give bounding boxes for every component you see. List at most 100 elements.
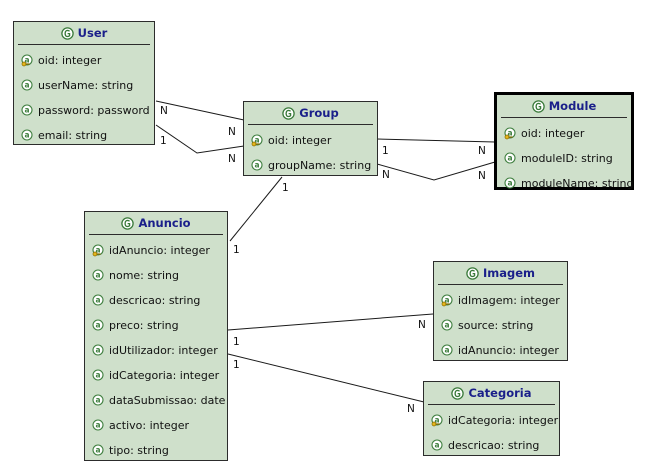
svg-text:a: a	[24, 56, 29, 65]
key-attribute-icon: a	[504, 127, 516, 140]
attribute-row[interactable]: a email: string	[14, 123, 154, 148]
key-attribute-icon: a	[21, 54, 33, 67]
attribute-icon: a	[251, 159, 263, 171]
relationship-anuncio-imagem[interactable]	[227, 313, 434, 331]
relationship-anuncio-categoria[interactable]	[227, 353, 425, 403]
attribute-row[interactable]: a idCategoria: integer	[85, 363, 227, 388]
svg-text:a: a	[507, 179, 512, 188]
entity-title: Anuncio	[138, 216, 191, 230]
relationship-group-module-b[interactable]	[376, 161, 496, 181]
attribute-row[interactable]: a source: string	[434, 313, 567, 338]
attribute-label: moduleName: string	[521, 177, 634, 190]
entity-icon	[451, 386, 465, 400]
mult-user-group-a-group: N	[228, 126, 236, 138]
mult-group-module-b-group: N	[382, 169, 390, 181]
relationship-group-anuncio[interactable]	[229, 176, 283, 242]
key-attribute-icon: a	[251, 134, 263, 147]
attribute-row[interactable]: a descricao: string	[424, 433, 559, 458]
svg-text:a: a	[254, 161, 259, 170]
svg-text:a: a	[95, 296, 100, 305]
attribute-label: source: string	[458, 319, 534, 332]
svg-text:a: a	[95, 446, 100, 455]
attribute-label: email: string	[38, 129, 108, 142]
attribute-label: password: password	[38, 104, 150, 117]
svg-text:a: a	[434, 441, 439, 450]
svg-text:a: a	[24, 131, 29, 140]
entity-attributes: a idCategoria: integer a descricao: string	[424, 405, 559, 458]
attribute-label: oid: integer	[268, 134, 332, 147]
entity-title: Imagem	[482, 266, 536, 280]
entity-categoria[interactable]: Categoria a idCategoria: integer a descricao…	[423, 381, 560, 456]
mult-group-module-a-group: 1	[382, 145, 389, 157]
entity-icon	[466, 266, 479, 280]
entity-title: Categoria	[468, 386, 532, 400]
attribute-icon: a	[441, 319, 453, 331]
relationship-group-module-a[interactable]	[376, 138, 496, 143]
mult-group-module-a-module: N	[478, 145, 486, 157]
attribute-row[interactable]: a descricao: string	[85, 288, 227, 313]
attribute-row[interactable]: a userName: string	[14, 73, 154, 98]
attribute-label: oid: integer	[521, 127, 585, 140]
attribute-label: userName: string	[38, 79, 134, 92]
entity-icon	[60, 26, 74, 40]
mult-anuncio-imagem-anuncio: 1	[233, 336, 240, 348]
mult-anuncio-categoria-anuncio: 1	[233, 359, 240, 371]
attribute-row[interactable]: a oid: integer	[497, 121, 631, 146]
attribute-icon: a	[92, 394, 104, 406]
svg-text:a: a	[507, 129, 512, 138]
key-attribute-icon: a	[92, 244, 104, 257]
attribute-label: idCategoria: integer	[109, 369, 220, 382]
relationship-user-group-a[interactable]	[155, 100, 245, 121]
attribute-label: descricao: string	[109, 294, 201, 307]
svg-text:a: a	[444, 321, 449, 330]
entity-icon	[531, 99, 545, 113]
svg-text:a: a	[24, 81, 29, 90]
attribute-icon: a	[92, 444, 104, 456]
attribute-label: groupName: string	[268, 159, 372, 172]
relationship-user-group-b[interactable]	[155, 124, 245, 154]
attribute-row[interactable]: a oid: integer	[244, 128, 377, 153]
attribute-label: idAnuncio: integer	[458, 344, 559, 357]
attribute-row[interactable]: a nome: string	[85, 263, 227, 288]
mult-group-anuncio-group: 1	[282, 182, 289, 194]
key-attribute-icon: a	[431, 414, 443, 427]
svg-text:a: a	[95, 346, 100, 355]
entity-header: Anuncio	[89, 212, 223, 235]
attribute-row[interactable]: a moduleName: string	[497, 171, 634, 196]
attribute-icon: a	[92, 369, 104, 381]
attribute-row[interactable]: a groupName: string	[244, 153, 377, 178]
entity-title: Module	[548, 99, 597, 113]
entity-header: Module	[501, 95, 627, 118]
entity-icon	[282, 106, 296, 120]
svg-text:a: a	[95, 271, 100, 280]
svg-text:a: a	[254, 136, 259, 145]
attribute-label: nome: string	[109, 269, 179, 282]
svg-text:a: a	[434, 416, 439, 425]
attribute-label: idCategoria: integer	[448, 414, 559, 427]
attribute-label: moduleID: string	[521, 152, 613, 165]
attribute-label: descricao: string	[448, 439, 540, 452]
attribute-label: activo: integer	[109, 419, 189, 432]
attribute-icon: a	[21, 104, 33, 116]
attribute-icon: a	[92, 294, 104, 306]
attribute-row[interactable]: a idUtilizador: integer	[85, 338, 227, 363]
attribute-row[interactable]: a password: password	[14, 98, 154, 123]
attribute-row[interactable]: a idCategoria: integer	[424, 408, 559, 433]
attribute-icon: a	[92, 319, 104, 331]
attribute-label: idUtilizador: integer	[109, 344, 218, 357]
